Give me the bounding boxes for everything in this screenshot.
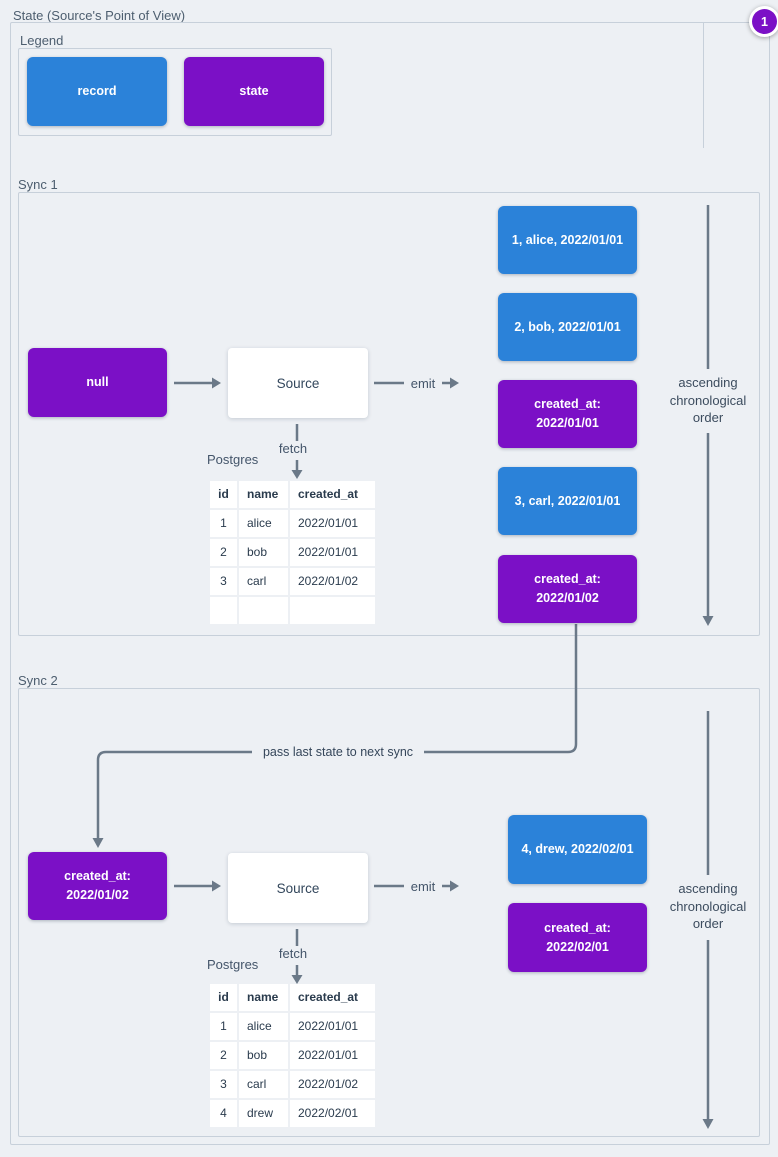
sync2-th-id: id: [210, 984, 237, 1011]
table-cell: 2022/01/01: [290, 510, 375, 537]
sync1-input-state: null: [28, 348, 167, 417]
state-text-line1: created_at:: [534, 572, 601, 586]
sync1-source-label: Source: [276, 375, 320, 391]
sync2-order-note: ascending chronological order: [669, 881, 747, 931]
page-title: State (Source's Point of View): [13, 8, 186, 23]
sync2-emitted-state-1: created_at: 2022/02/01: [508, 903, 647, 972]
sync1-emitted-state-2: created_at: 2022/01/02: [498, 555, 637, 623]
state-text-line2: 2022/02/01: [546, 939, 609, 954]
table-cell: 2: [210, 539, 237, 566]
sync1-postgres-table: id name created_at 1 alice 2022/01/01 2 …: [210, 481, 375, 624]
pass-state-note: pass last state to next sync: [252, 745, 424, 760]
legend-title: Legend: [20, 33, 64, 48]
record-text: 3, carl, 2022/01/01: [514, 493, 621, 508]
table-cell: carl: [239, 568, 288, 595]
sync1-th-id: id: [210, 481, 237, 508]
legend-record-swatch: record: [27, 57, 167, 126]
state-text-line2: 2022/01/01: [536, 416, 599, 430]
sync2-th-name: name: [239, 984, 288, 1011]
step-badge: 1: [749, 6, 778, 37]
sync2-source-label: Source: [276, 880, 320, 896]
sync2-input-state: created_at: 2022/01/02: [28, 852, 167, 920]
sync2-fetch-label: fetch: [278, 946, 308, 961]
state-text-line1: created_at:: [534, 397, 601, 411]
record-text: 4, drew, 2022/02/01: [521, 842, 634, 856]
table-cell: 2022/01/02: [290, 568, 375, 595]
step-badge-number: 1: [752, 9, 777, 34]
sync1-input-state-label: null: [86, 375, 109, 389]
table-cell-empty: [290, 597, 375, 624]
table-cell: 1: [210, 1013, 237, 1040]
sync2-database-label: Postgres: [207, 957, 259, 972]
sync1-emitted-record-3: 3, carl, 2022/01/01: [498, 467, 637, 535]
table-cell: alice: [239, 510, 288, 537]
sync1-emitted-record-2: 2, bob, 2022/01/01: [498, 293, 637, 361]
table-cell-empty: [210, 597, 237, 624]
sync1-order-note: ascending chronological order: [669, 375, 747, 425]
table-cell: drew: [239, 1100, 288, 1127]
table-cell: carl: [239, 1071, 288, 1098]
sync2-title: Sync 2: [18, 673, 58, 688]
table-cell: 4: [210, 1100, 237, 1127]
state-text-line2: 2022/01/02: [66, 888, 129, 902]
table-cell: bob: [239, 539, 288, 566]
sync1-emitted-state-1: created_at: 2022/01/01: [498, 380, 637, 448]
sync1-emitted-record-1: 1, alice, 2022/01/01: [498, 206, 637, 274]
table-cell: 2022/01/01: [290, 1042, 375, 1069]
top-right-divider: [703, 23, 704, 148]
sync1-source-box: Source: [228, 348, 368, 418]
record-text: 2, bob, 2022/01/01: [514, 319, 621, 334]
sync2-emit-label: emit: [410, 879, 436, 894]
legend-frame: [18, 48, 332, 136]
table-cell: 2022/01/01: [290, 1013, 375, 1040]
table-cell: 3: [210, 568, 237, 595]
sync1-emit-label: emit: [410, 376, 436, 391]
table-cell: 1: [210, 510, 237, 537]
table-cell: alice: [239, 1013, 288, 1040]
record-text: 1, alice, 2022/01/01: [511, 232, 624, 247]
sync1-th-name: name: [239, 481, 288, 508]
table-cell-empty: [239, 597, 288, 624]
sync1-th-created-at: created_at: [290, 481, 375, 508]
table-cell: 2022/01/02: [290, 1071, 375, 1098]
sync1-title: Sync 1: [18, 177, 58, 192]
table-cell: 2022/01/01: [290, 539, 375, 566]
sync2-postgres-table: id name created_at 1 alice 2022/01/01 2 …: [210, 984, 375, 1127]
table-cell: 2: [210, 1042, 237, 1069]
legend-record-label: record: [77, 84, 117, 98]
sync2-source-box: Source: [228, 853, 368, 923]
sync1-fetch-label: fetch: [278, 441, 308, 456]
outer-frame: [10, 22, 770, 1145]
legend-state-label: state: [239, 84, 269, 98]
state-text-line2: 2022/01/02: [536, 591, 599, 605]
table-cell: 3: [210, 1071, 237, 1098]
sync2-th-created-at: created_at: [290, 984, 375, 1011]
sync2-emitted-record-1: 4, drew, 2022/02/01: [508, 815, 647, 884]
legend-state-swatch: state: [184, 57, 324, 126]
state-text-line1: created_at:: [64, 869, 131, 883]
table-cell: 2022/02/01: [290, 1100, 375, 1127]
state-text-line1: created_at:: [544, 920, 611, 935]
table-cell: bob: [239, 1042, 288, 1069]
sync1-database-label: Postgres: [207, 452, 259, 467]
